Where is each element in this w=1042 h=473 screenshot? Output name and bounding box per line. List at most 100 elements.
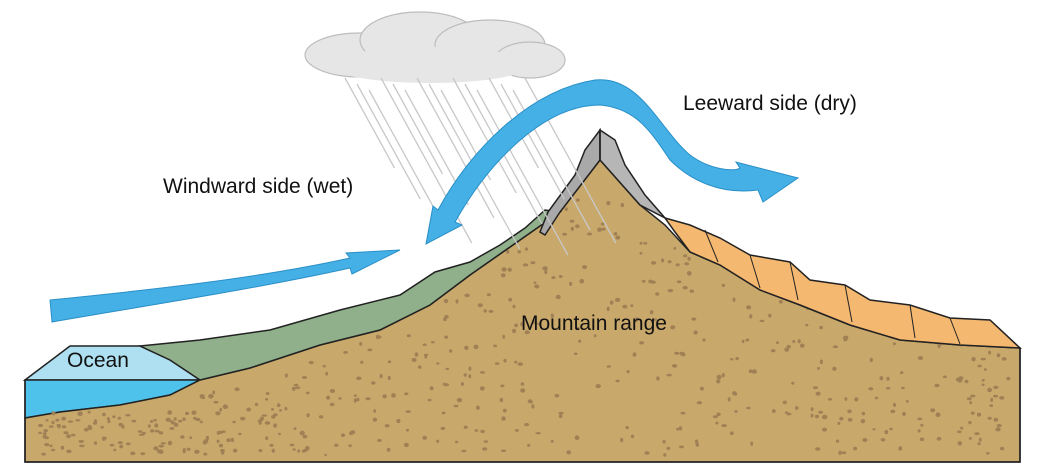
soil-speckle [684,262,690,266]
soil-speckle [976,412,982,417]
soil-speckle [514,323,518,328]
soil-speckle [872,428,876,431]
soil-speckle [536,322,542,326]
soil-speckle [443,317,447,322]
soil-speckle [429,386,434,391]
soil-speckle [681,353,686,357]
soil-speckle [578,339,582,343]
soil-speckle [186,447,191,451]
soil-speckle [847,417,853,422]
soil-speckle [814,414,820,419]
soil-speckle [917,417,923,421]
soil-speckle [869,357,873,363]
soil-speckle [966,397,972,401]
soil-speckle [482,447,488,451]
soil-speckle [66,434,71,439]
soil-speckle [279,409,282,412]
soil-speckle [827,398,833,401]
soil-speckle [721,373,725,378]
soil-speckle [212,390,216,395]
soil-speckle [524,423,530,427]
soil-speckle [493,344,497,348]
soil-speckle [791,381,795,385]
soil-speckle [886,386,891,390]
rain-streak [416,77,495,219]
soil-speckle [271,448,275,453]
soil-speckle [771,409,776,414]
soil-speckle [666,373,672,377]
soil-speckle [422,343,427,347]
soil-speckle [674,351,680,355]
soil-speckle [289,443,295,447]
rain-streak [476,89,569,256]
soil-speckle [302,434,308,439]
soil-speckle [67,420,74,423]
soil-speckle [819,325,823,330]
soil-speckle [377,439,382,442]
soil-speckle [463,373,467,377]
soil-speckle [137,430,143,433]
soil-speckle [575,326,580,331]
soil-speckle [639,251,643,255]
soil-speckle [494,362,500,365]
soil-speckle [329,389,336,393]
soil-speckle [109,443,115,447]
soil-speckle [191,410,197,415]
soil-speckle [271,415,276,419]
soil-speckle [535,432,541,435]
soil-speckle [94,419,98,422]
soil-speckle [125,414,131,417]
soil-speckle [682,285,688,290]
windward-label: Windward side (wet) [163,175,354,198]
soil-speckle [436,362,440,365]
soil-speckle [620,437,624,443]
soil-speckle [77,411,83,417]
soil-speckle [348,444,352,448]
soil-speckle [158,444,164,448]
soil-speckle [996,353,1001,358]
soil-speckle [278,432,281,436]
soil-speckle [732,297,736,302]
soil-speckle [782,400,787,405]
ocean-label: Ocean [67,349,129,372]
soil-speckle [474,429,479,432]
soil-speckle [276,403,281,408]
soil-speckle [213,400,219,404]
soil-speckle [167,410,173,415]
soil-speckle [729,431,734,436]
soil-speckle [514,360,518,364]
soil-speckle [140,452,146,456]
soil-speckle [558,414,563,419]
soil-speckle [292,448,296,451]
soil-speckle [384,424,390,428]
soil-speckle [727,397,731,402]
cloud-icon [304,11,566,83]
soil-speckle [977,442,981,446]
soil-speckle [297,449,301,453]
soil-speckle [890,409,896,414]
soil-speckle [977,364,982,368]
soil-speckle [154,423,159,428]
soil-speckle [879,376,884,381]
soil-speckle [520,321,525,327]
soil-speckle [981,383,985,387]
soil-speckle [993,417,999,422]
soil-speckle [130,451,136,456]
soil-speckle [935,412,941,418]
soil-speckle [810,413,814,418]
soil-speckle [93,441,98,445]
soil-speckle [456,397,463,403]
soil-speckle [273,423,277,428]
soil-speckle [902,411,906,416]
soil-speckle [721,424,727,428]
soil-speckle [671,364,678,368]
soil-speckle [43,429,48,433]
soil-speckle [995,427,1001,432]
soil-speckle [687,271,692,276]
soil-speckle [880,438,886,442]
soil-speckle [41,452,46,456]
soil-speckle [974,432,980,436]
soil-speckle [461,449,467,453]
soil-speckle [38,423,43,428]
